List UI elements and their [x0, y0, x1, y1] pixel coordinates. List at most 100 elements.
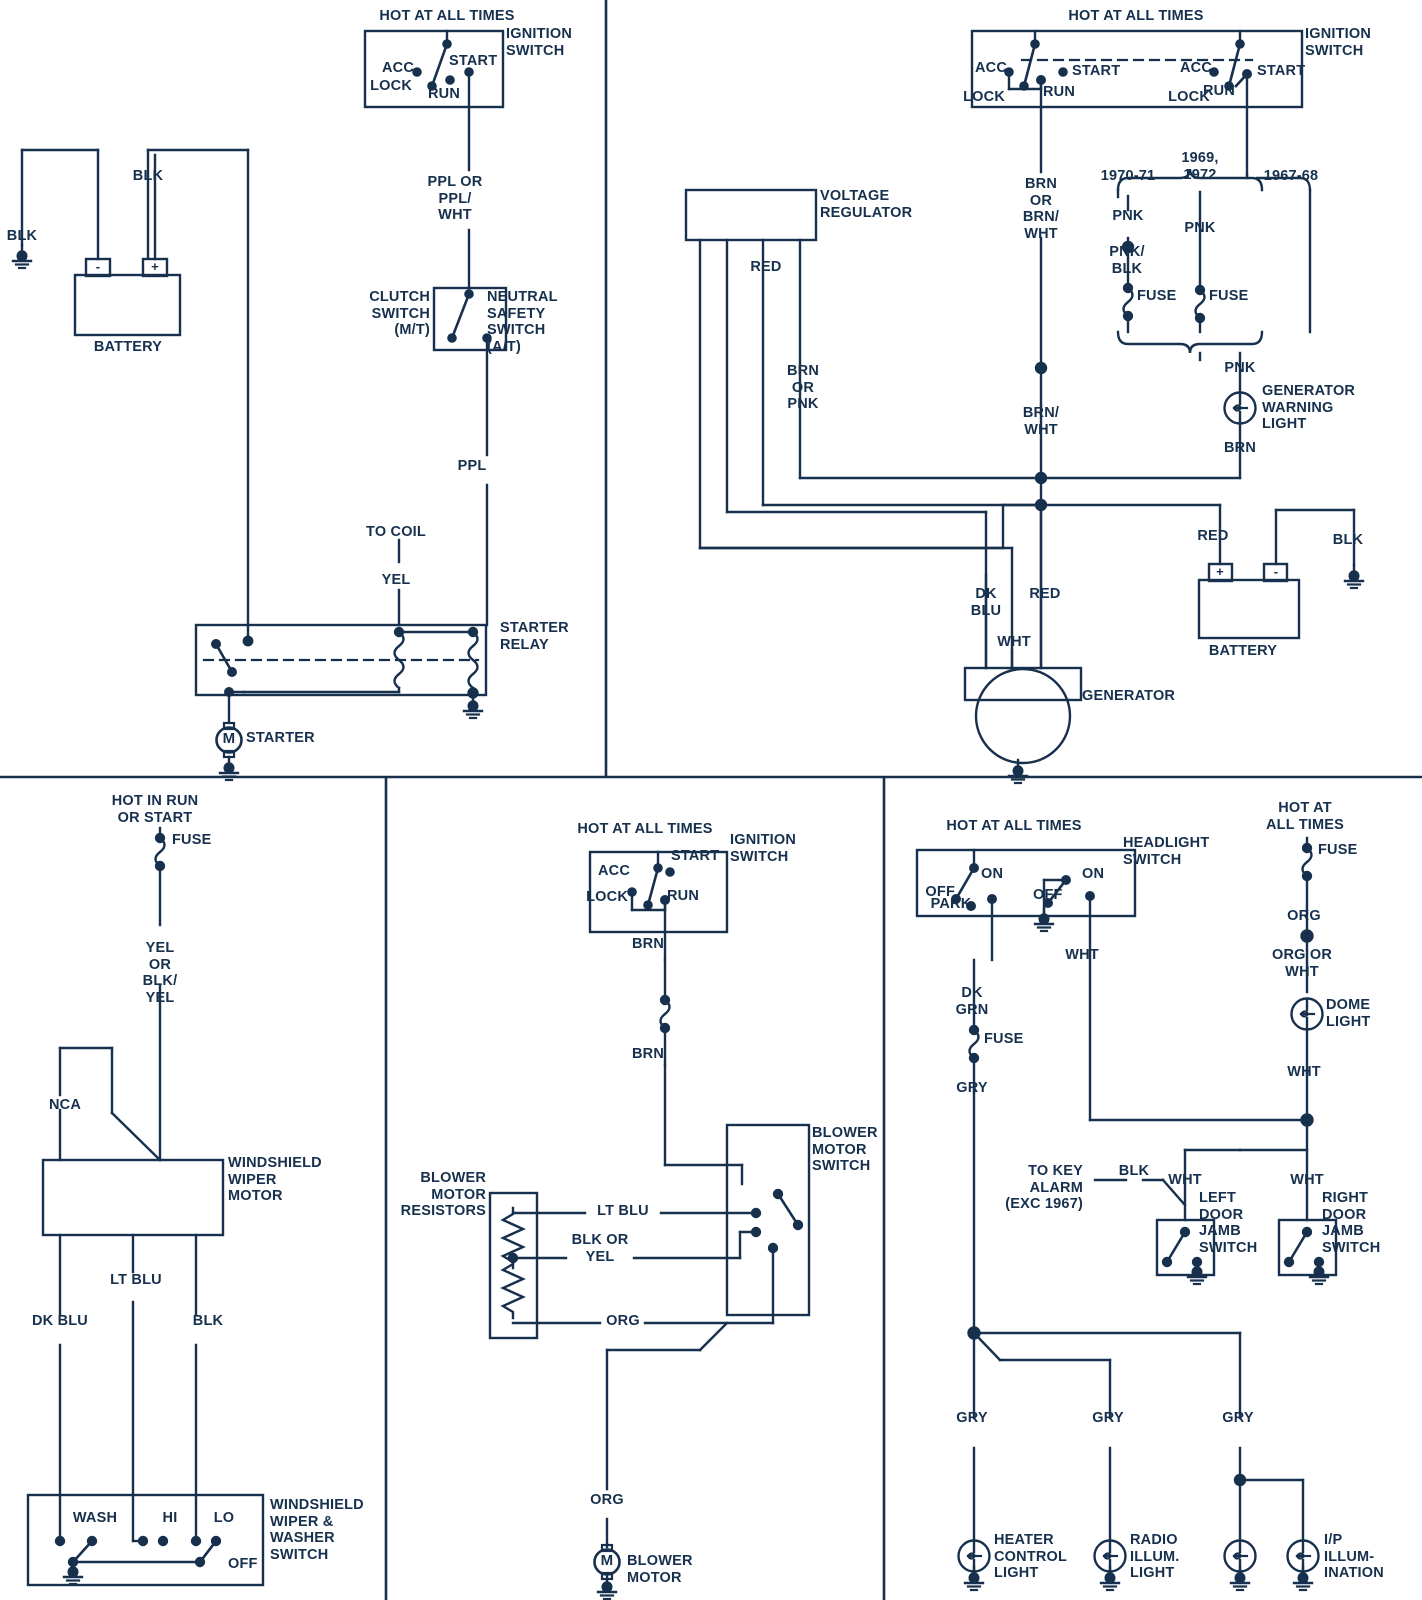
label-org-bottom: ORG — [590, 1492, 624, 1508]
label-org-blower: ORG — [606, 1313, 640, 1329]
label-pnk-blk: PNK/ BLK — [1109, 244, 1145, 277]
label-wht-left-door: WHT — [1168, 1172, 1202, 1188]
label-dk-grn: DK GRN — [955, 985, 989, 1018]
label-hot-at-all-times-start: HOT AT ALL TIMES — [379, 8, 515, 24]
label-run-1: RUN — [1043, 84, 1076, 100]
label-clutch-switch: CLUTCH SWITCH (M/T) — [369, 289, 430, 338]
label-ppl: PPL — [457, 458, 487, 474]
label-acc-2: ACC — [1179, 60, 1212, 76]
label-blk-ground-left: BLK — [6, 228, 38, 244]
label-ignition-switch-charging: IGNITION SWITCH — [1305, 26, 1372, 59]
label-brn-or-brn-wht: BRN OR BRN/ WHT — [1022, 176, 1060, 242]
label-windshield-wiper-motor: WINDSHIELD WIPER MOTOR — [228, 1155, 322, 1204]
label-gry-1: GRY — [956, 1410, 988, 1426]
label-nca: NCA — [48, 1097, 82, 1113]
label-start-blower: START — [671, 848, 720, 864]
label-wash: WASH — [72, 1510, 118, 1526]
label-generator-warning-light: GENERATOR WARNING LIGHT — [1262, 383, 1356, 432]
label-battery-2: BATTERY — [1208, 643, 1278, 659]
label-blk-battery-pos: BLK — [132, 168, 164, 184]
label-lock-blower: LOCK — [586, 889, 628, 905]
label-hot-in-run-or-start: HOT IN RUN OR START — [111, 793, 199, 826]
label-brn-warning: BRN — [1223, 440, 1257, 456]
label-wht-gen: WHT — [997, 634, 1031, 650]
starter-motor-glyph: M — [222, 730, 236, 747]
label-right-door-jamb-switch: RIGHT DOOR JAMB SWITCH — [1322, 1190, 1381, 1256]
label-blower-motor-switch: BLOWER MOTOR SWITCH — [812, 1125, 878, 1174]
label-start-1: START — [1072, 63, 1121, 79]
label-battery-pos-1: + — [151, 259, 159, 274]
label-hot-at-all-times-blower: HOT AT ALL TIMES — [577, 821, 713, 837]
label-on-1: ON — [981, 866, 1004, 882]
label-acc-1: ACC — [974, 60, 1007, 76]
label-ppl-or-ppl-wht: PPL OR PPL/ WHT — [427, 174, 483, 223]
label-lt-blu-wiper: LT BLU — [110, 1272, 162, 1288]
label-off-1: OFF — [925, 884, 955, 900]
panel-wiper-washer — [26, 826, 265, 1587]
label-battery-1: BATTERY — [93, 339, 163, 355]
label-run-blower: RUN — [667, 888, 700, 904]
label-gry-2: GRY — [1092, 1410, 1124, 1426]
label-on-2: ON — [1082, 866, 1105, 882]
label-hi: HI — [162, 1510, 178, 1526]
label-gry-3: GRY — [1222, 1410, 1254, 1426]
label-wht-headlight: WHT — [1065, 947, 1099, 963]
panel-blower-motor — [488, 850, 811, 1600]
label-dk-blu-wiper: DK BLU — [32, 1313, 88, 1329]
label-hot-at-all-times-charging: HOT AT ALL TIMES — [1068, 8, 1204, 24]
label-fuse-a: FUSE — [1137, 288, 1177, 304]
label-fuse-dome: FUSE — [1318, 842, 1358, 858]
label-left-door-jamb-switch: LEFT DOOR JAMB SWITCH — [1199, 1190, 1258, 1256]
label-wht-dome: WHT — [1287, 1064, 1321, 1080]
label-ip-illumination: I/P ILLUM- INATION — [1324, 1532, 1384, 1581]
label-blower-motor-resistors: BLOWER MOTOR RESISTORS — [400, 1170, 486, 1219]
label-blk-or-yel: BLK OR YEL — [571, 1232, 629, 1265]
label-blk-wiper: BLK — [192, 1313, 224, 1329]
label-headlight-switch: HEADLIGHT SWITCH — [1123, 835, 1210, 868]
label-red-gen: RED — [1029, 586, 1061, 602]
label-fuse-courtesy: FUSE — [984, 1031, 1024, 1047]
label-off-2: OFF — [1033, 887, 1063, 903]
label-radio-illum-light: RADIO ILLUM. LIGHT — [1130, 1532, 1180, 1581]
label-red-vr: RED — [750, 259, 782, 275]
label-fuse-wiper: FUSE — [172, 832, 212, 848]
label-lock-2: LOCK — [1168, 89, 1210, 105]
label-run-2: RUN — [1203, 83, 1236, 99]
label-brn-bottom-blower: BRN — [631, 1046, 665, 1062]
label-pnk-b: PNK — [1184, 220, 1216, 236]
label-pnk-c: PNK — [1224, 360, 1256, 376]
label-gry-top: GRY — [956, 1080, 988, 1096]
label-run-start: RUN — [427, 86, 461, 102]
label-to-coil: TO COIL — [366, 524, 426, 540]
panel-starting-system — [11, 29, 508, 782]
label-to-key-alarm: TO KEY ALARM (EXC 1967) — [1005, 1163, 1083, 1212]
label-hot-at-all-times-headlight: HOT AT ALL TIMES — [946, 818, 1082, 834]
label-brn-top-blower: BRN — [631, 936, 665, 952]
label-year-1970-71: 1970-71 — [1100, 168, 1156, 184]
label-org-or-wht: ORG OR WHT — [1271, 947, 1333, 980]
label-neutral-safety-switch: NEUTRAL SAFETY SWITCH (A/T) — [487, 289, 558, 355]
label-voltage-regulator: VOLTAGE REGULATOR — [820, 188, 913, 221]
label-acc-blower: ACC — [597, 863, 630, 879]
label-off-wiper: OFF — [228, 1556, 258, 1572]
label-battery-pos-2: + — [1216, 564, 1224, 579]
label-year-1967-68: 1967-68 — [1263, 168, 1319, 184]
label-park: PARK — [930, 896, 972, 912]
label-heater-control-light: HEATER CONTROL LIGHT — [994, 1532, 1068, 1581]
label-blk-ground-right: BLK — [1332, 532, 1364, 548]
label-ignition-switch-start: IGNITION SWITCH — [506, 26, 573, 59]
label-start-start: START — [449, 53, 498, 69]
label-ignition-switch-blower: IGNITION SWITCH — [730, 832, 797, 865]
label-wht-right-door: WHT — [1290, 1172, 1324, 1188]
label-org-dome: ORG — [1287, 908, 1321, 924]
label-battery-neg-1: - — [95, 259, 101, 274]
label-lock-1: LOCK — [963, 89, 1005, 105]
label-pnk-a: PNK — [1112, 208, 1144, 224]
blower-motor-glyph: M — [600, 1552, 614, 1569]
label-blower-motor: BLOWER MOTOR — [627, 1553, 693, 1586]
label-hot-at-all-times-dome: HOT AT ALL TIMES — [1265, 800, 1345, 833]
label-battery-neg-2: - — [1273, 564, 1279, 579]
